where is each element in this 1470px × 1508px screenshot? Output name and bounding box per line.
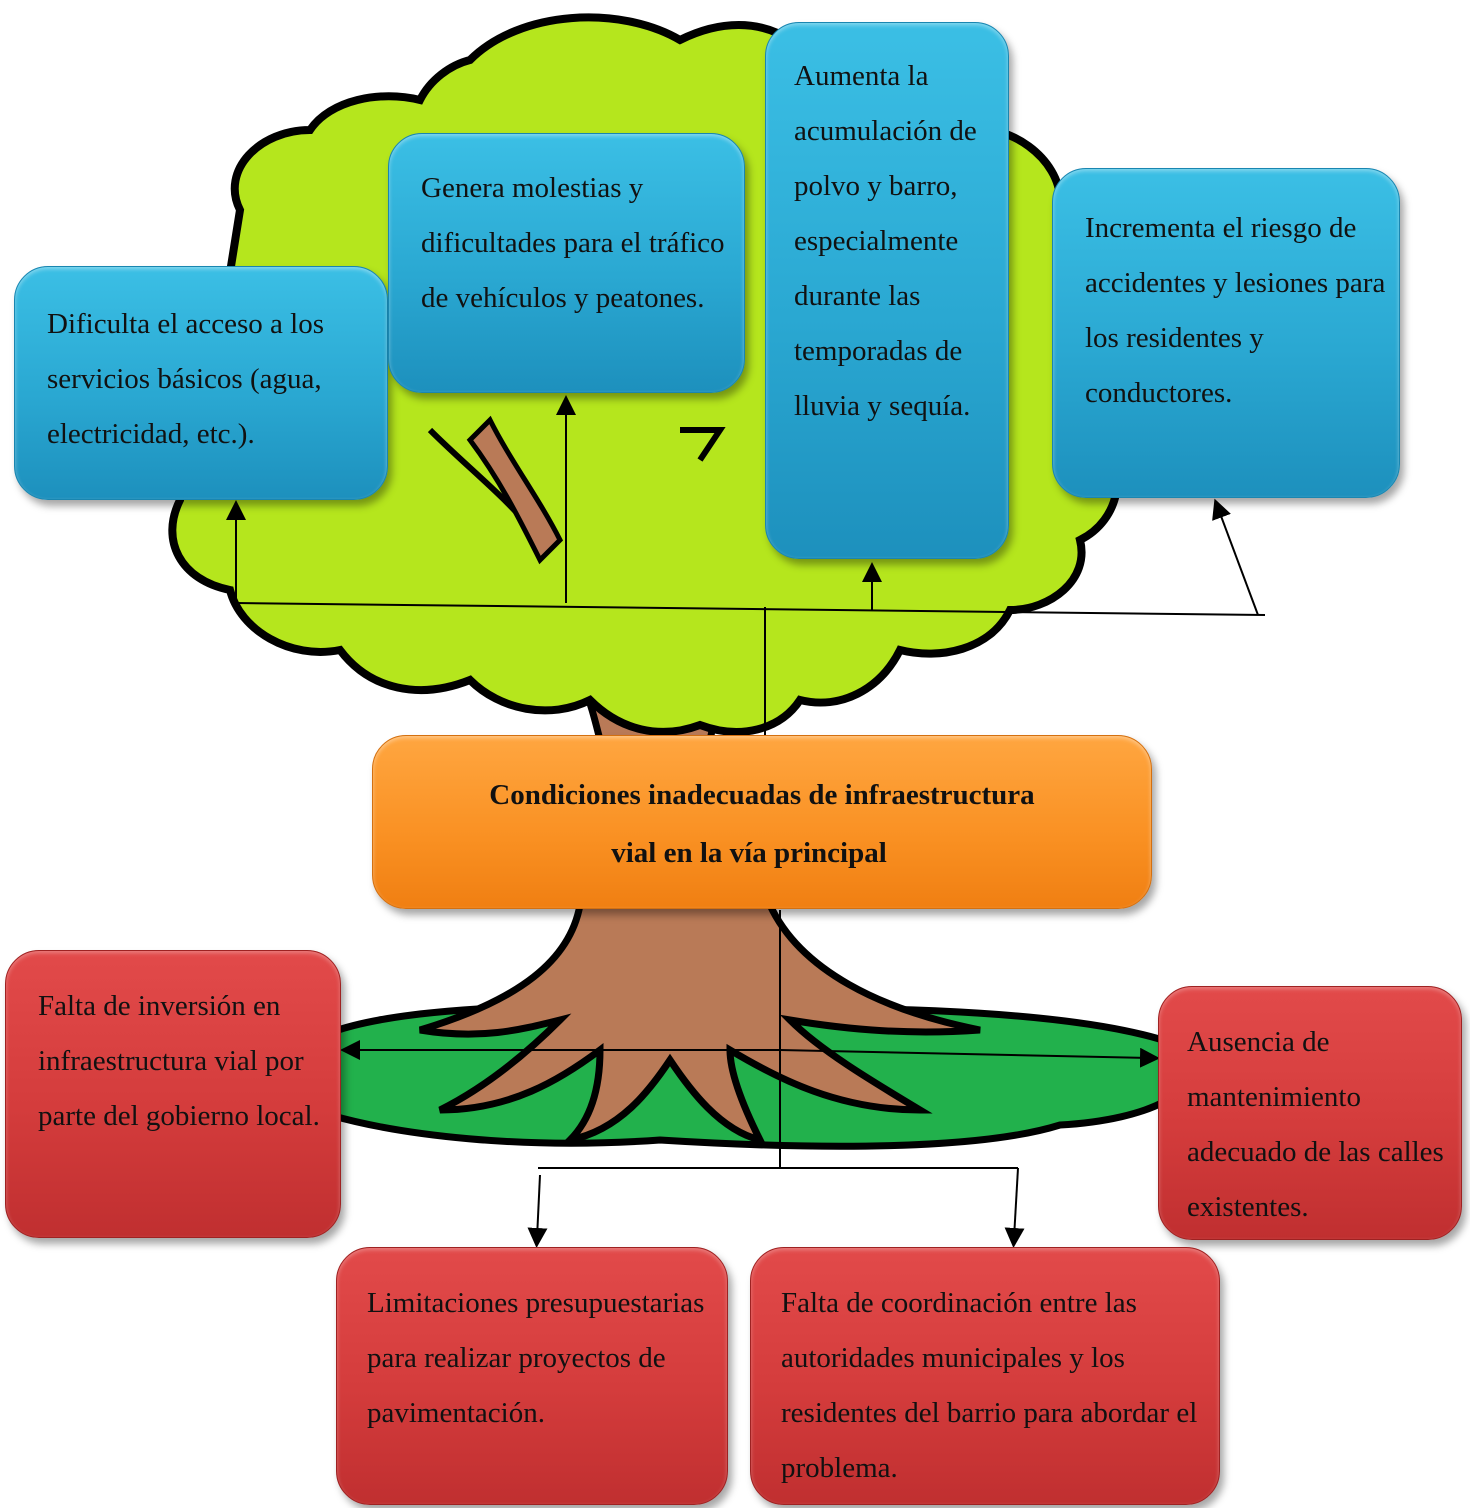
cause-text-1: Falta de inversión en infraestructura vi… [38,990,320,1132]
effect-text-1: Dificulta el acceso a los servicios bási… [47,308,324,450]
effect-box-2: Genera molestias y dificultades para el … [388,133,745,393]
effect-text-3: Aumenta la acumulación de polvo y barro,… [794,60,977,422]
effect-box-1: Dificulta el acceso a los servicios bási… [14,266,388,500]
effect-box-4: Incrementa el riesgo de accidentes y les… [1052,168,1400,498]
foliage-detail [427,137,894,542]
effect-box-3: Aumenta la acumulación de polvo y barro,… [765,22,1009,559]
cause-text-2: Ausencia de mantenimiento adecuado de la… [1187,1026,1444,1223]
cause-text-4: Falta de coordinación entre las autorida… [781,1287,1198,1484]
problem-box: Condiciones inadecuadas de infraestructu… [372,735,1152,909]
cause-box-1: Falta de inversión en infraestructura vi… [5,950,341,1238]
effect-text-4: Incrementa el riesgo de accidentes y les… [1085,212,1386,409]
effect-text-2: Genera molestias y dificultades para el … [421,172,725,314]
cause-box-2: Ausencia de mantenimiento adecuado de la… [1158,986,1462,1240]
cause-text-3: Limitaciones presupuestarias para realiz… [367,1287,705,1429]
cause-box-3: Limitaciones presupuestarias para realiz… [336,1247,728,1505]
cause-box-4: Falta de coordinación entre las autorida… [750,1247,1220,1505]
problem-title-line1: Condiciones inadecuadas de infraestructu… [489,779,1035,811]
tree-trunk-lower [418,901,981,1146]
problem-title-line2: vial en la vía principal [611,837,887,869]
branch [466,415,564,565]
